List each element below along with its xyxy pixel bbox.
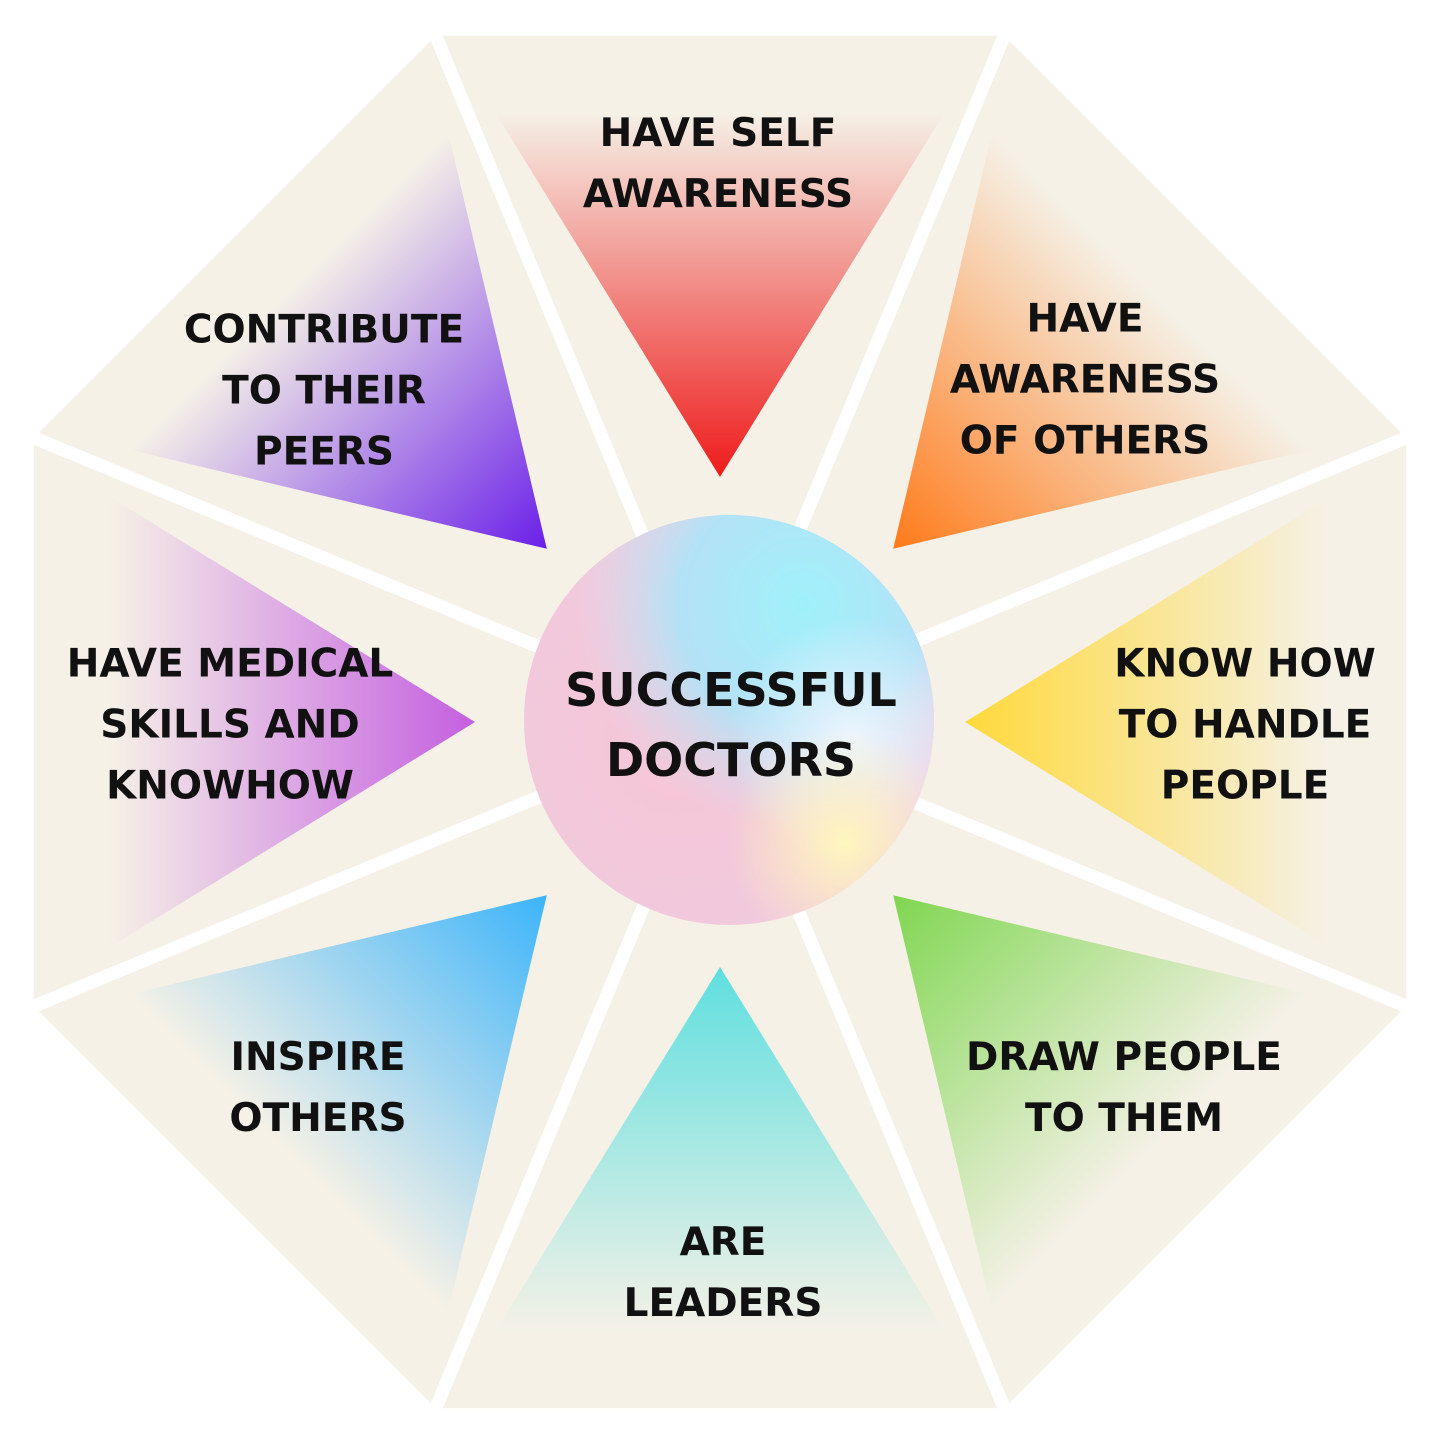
triangle-handle-people (965, 497, 1330, 947)
label-line: HAVE (1026, 296, 1144, 342)
label-contribute-peers: CONTRIBUTE TO THEIR PEERS (184, 300, 464, 483)
label-line: OF OTHERS (959, 418, 1211, 464)
label-line: SKILLS AND (100, 702, 360, 748)
label-line: CONTRIBUTE (183, 307, 465, 353)
triangle-contribute-peers (129, 131, 547, 549)
label-line: HAVE SELF (599, 111, 837, 156)
triangle-awareness-of-others (893, 131, 1311, 549)
label-line: HAVE MEDICAL (66, 641, 394, 687)
label-line: TO THEM (1024, 1096, 1224, 1141)
triangle-medical-skills (110, 497, 475, 947)
triangle-draw-people (893, 895, 1311, 1313)
label-line: TO HANDLE (1118, 702, 1372, 748)
center-circle-yellow-glow (524, 515, 934, 925)
label-medical-skills: HAVE MEDICAL SKILLS AND KNOWHOW (67, 634, 394, 817)
center-label-line: SUCCESSFUL (565, 663, 897, 717)
label-line: DRAW PEOPLE (966, 1035, 1282, 1080)
label-line: AWARENESS (582, 172, 854, 217)
center-label-line: DOCTORS (605, 733, 857, 787)
label-line: KNOWHOW (106, 763, 354, 809)
triangle-leaders (495, 967, 945, 1332)
label-line: PEOPLE (1160, 763, 1330, 809)
triangle-self-awareness (495, 112, 945, 477)
label-handle-people: KNOW HOW TO HANDLE PEOPLE (1114, 634, 1375, 817)
label-leaders: ARE LEADERS (624, 1212, 823, 1334)
label-line: TO THEIR (222, 368, 426, 414)
label-self-awareness: HAVE SELF AWARENESS (583, 103, 853, 225)
label-line: LEADERS (623, 1281, 823, 1326)
triangle-inspire-others (129, 895, 547, 1313)
label-draw-people: DRAW PEOPLE TO THEM (966, 1027, 1282, 1149)
label-line: PEERS (253, 429, 394, 475)
label-line: INSPIRE (230, 1035, 406, 1080)
label-line: OTHERS (229, 1096, 407, 1141)
label-line: KNOW HOW (1114, 641, 1376, 687)
gradient-triangles (110, 112, 1330, 1332)
label-line: AWARENESS (949, 357, 1221, 403)
label-inspire-others: INSPIRE OTHERS (229, 1027, 406, 1149)
label-line: ARE (679, 1220, 767, 1265)
center-circle-group (524, 515, 934, 925)
label-awareness-of-others: HAVE AWARENESS OF OTHERS (950, 289, 1220, 472)
center-label: SUCCESSFUL DOCTORS (565, 655, 897, 795)
